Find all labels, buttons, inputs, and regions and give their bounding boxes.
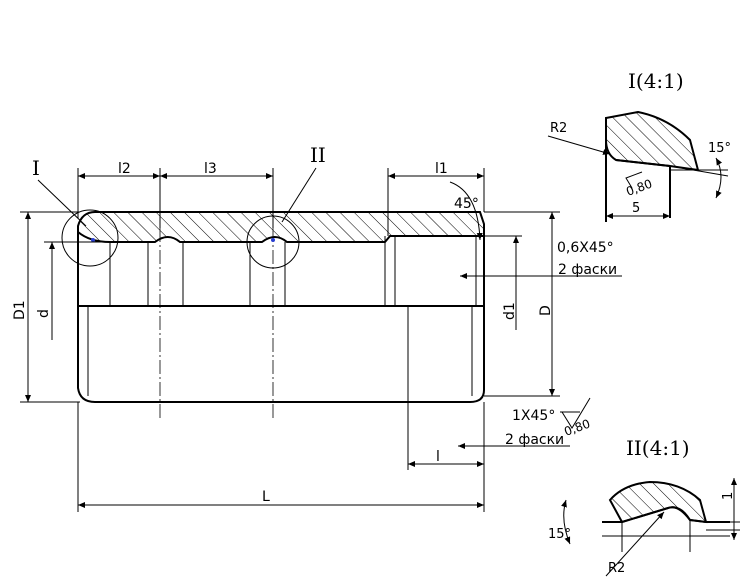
- left-dimensions: D1 d: [12, 211, 110, 403]
- detail-II-angle: 15°: [548, 527, 571, 542]
- main-view: I II: [32, 143, 485, 418]
- detail-I-angle: 15°: [708, 141, 731, 156]
- detail-II-depth: 1: [721, 492, 736, 500]
- detail-I-title: I(4:1): [628, 69, 684, 93]
- detail-circle-I: [61, 209, 119, 267]
- body-outline: [77, 232, 485, 403]
- leader-line: [281, 167, 317, 223]
- label-L: L: [262, 489, 270, 505]
- bottom-dimensions: 1X45° 2 фаски 0,80 l L: [77, 397, 592, 512]
- label-chamfer-left: 1X45°: [512, 408, 555, 424]
- detail-II: II(4:1) 1 15° R2: [548, 436, 740, 577]
- detail-I-width: 5: [632, 201, 640, 216]
- label-chamfer-count-top: 2 фаски: [558, 262, 617, 278]
- label-d1: d1: [502, 302, 518, 320]
- label-D1: D1: [12, 300, 28, 320]
- section-hatch: [77, 211, 485, 243]
- label-l2: l2: [118, 161, 131, 177]
- label-angle-45: 45°: [454, 196, 479, 212]
- label-l1: l1: [435, 161, 448, 177]
- detail-II-title: II(4:1): [626, 436, 690, 460]
- detail-II-radius: R2: [608, 561, 625, 576]
- right-dimensions: D d1 0,6X45° 2 фаски: [460, 211, 622, 397]
- detail-I: I(4:1) R2 15° 0,80 5: [547, 69, 731, 222]
- label-l3: l3: [204, 161, 217, 177]
- detail-I-radius: R2: [550, 121, 567, 136]
- label-l: l: [436, 449, 440, 465]
- detail-II-hatch: [608, 480, 708, 524]
- label-chamfer-right: 0,6X45°: [557, 240, 614, 256]
- label-d: d: [36, 309, 52, 318]
- roughness-symbol: [561, 397, 591, 429]
- detail-I-roughness: 0,80: [624, 177, 654, 199]
- detail-marker: [91, 238, 95, 242]
- callout-I: I: [32, 156, 40, 180]
- callout-II: II: [310, 143, 326, 167]
- detail-marker: [271, 238, 275, 242]
- label-chamfer-count-bottom: 2 фаски: [505, 432, 564, 448]
- label-D: D: [538, 305, 554, 316]
- angle-arc: [449, 181, 483, 241]
- leader-line: [37, 179, 87, 227]
- detail-I-roughness-symbol: [625, 171, 643, 189]
- top-dimensions: l2 l3 l1 45°: [77, 161, 485, 241]
